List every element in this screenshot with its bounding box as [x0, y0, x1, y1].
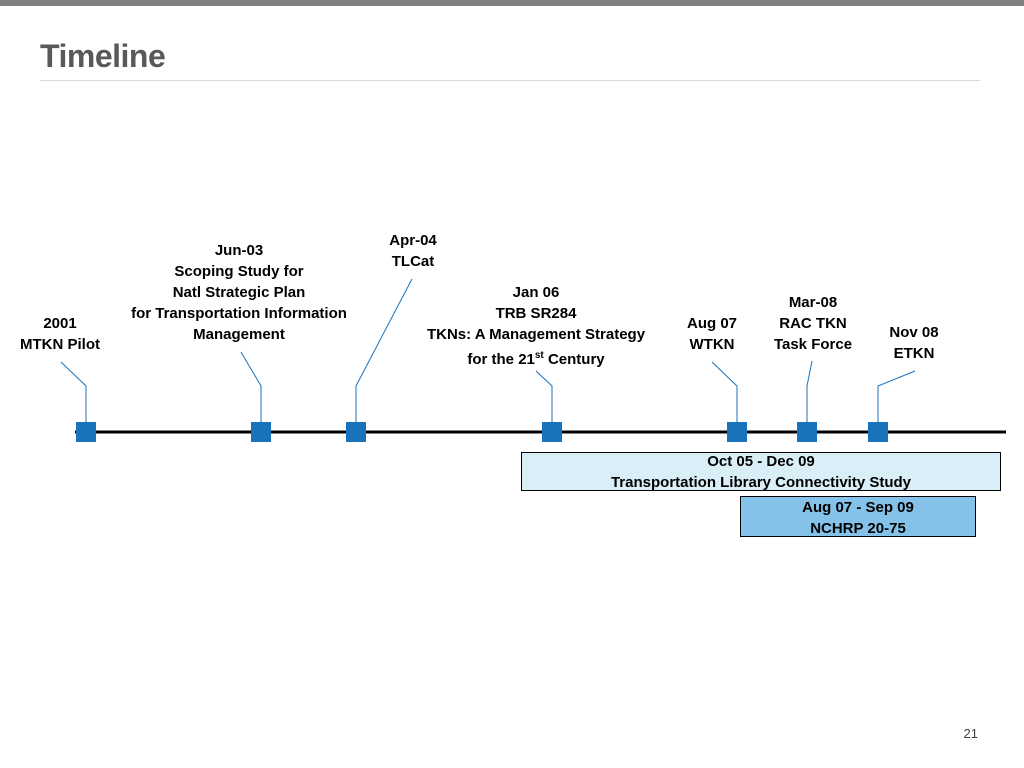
- event-date: Jan 06: [512, 284, 560, 301]
- event-date: 2001: [43, 315, 77, 332]
- event-date: Jun-03: [214, 242, 264, 259]
- leader-line-jun03: [240, 351, 262, 422]
- milestone-marker-jan06: [542, 422, 562, 442]
- milestone-marker-2001: [76, 422, 96, 442]
- event-title: ETKN: [893, 345, 935, 362]
- event-mar08-rac-tkn: Mar-08 RAC TKN Task Force: [774, 292, 852, 355]
- event-title: Natl Strategic Plan: [172, 284, 306, 301]
- event-title: Task Force: [773, 336, 853, 353]
- leader-line-mar08: [806, 360, 813, 422]
- bar-dates: Aug 07 - Sep 09: [802, 499, 914, 516]
- event-title: MTKN Pilot: [20, 336, 100, 353]
- event-title: Scoping Study for: [174, 263, 304, 280]
- event-title: for the 21st Century: [467, 350, 605, 368]
- event-title: TRB SR284: [495, 305, 577, 322]
- event-date: Mar-08: [788, 294, 838, 311]
- event-date: Aug 07: [686, 315, 738, 332]
- event-title: TKNs: A Management Strategy: [426, 326, 646, 343]
- event-title: TLCat: [391, 253, 435, 270]
- bar-nchrp-20-75: Aug 07 - Sep 09 NCHRP 20-75: [740, 496, 976, 537]
- milestone-marker-jun03: [251, 422, 271, 442]
- page-number: 21: [963, 726, 978, 741]
- event-jun03-scoping-study: Jun-03 Scoping Study for Natl Strategic …: [131, 240, 347, 345]
- event-title: RAC TKN: [779, 315, 847, 332]
- milestone-marker-aug07: [727, 422, 747, 442]
- leader-line-nov08: [877, 370, 916, 422]
- top-accent-bar: [0, 0, 1024, 6]
- bar-dates: Oct 05 - Dec 09: [707, 453, 815, 470]
- leader-line-apr04: [355, 278, 413, 422]
- bar-title: Transportation Library Connectivity Stud…: [610, 474, 912, 491]
- event-title: Management: [193, 326, 285, 343]
- milestone-marker-mar08: [797, 422, 817, 442]
- event-apr04-tlcat: Apr-04 TLCat: [389, 230, 437, 272]
- event-jan06-trb-sr284: Jan 06 TRB SR284 TKNs: A Management Stra…: [427, 282, 645, 370]
- page-title: Timeline: [40, 38, 166, 74]
- event-2001-mtkn-pilot: 2001 MTKN Pilot: [20, 313, 100, 355]
- bar-title: NCHRP 20-75: [810, 520, 906, 537]
- event-nov08-etkn: Nov 08 ETKN: [889, 322, 938, 364]
- leader-line-2001: [60, 361, 87, 422]
- leader-line-jan06: [535, 370, 553, 422]
- title-divider: [40, 80, 980, 81]
- event-date: Nov 08: [889, 324, 939, 341]
- event-title: WTKN: [689, 336, 735, 353]
- event-title: for Transportation Information: [131, 305, 347, 322]
- event-date: Apr-04: [389, 232, 437, 249]
- bar-library-connectivity-study: Oct 05 - Dec 09 Transportation Library C…: [521, 452, 1001, 491]
- milestone-marker-apr04: [346, 422, 366, 442]
- event-aug07-wtkn: Aug 07 WTKN: [687, 313, 737, 355]
- leader-line-aug07: [711, 361, 738, 422]
- milestone-marker-nov08: [868, 422, 888, 442]
